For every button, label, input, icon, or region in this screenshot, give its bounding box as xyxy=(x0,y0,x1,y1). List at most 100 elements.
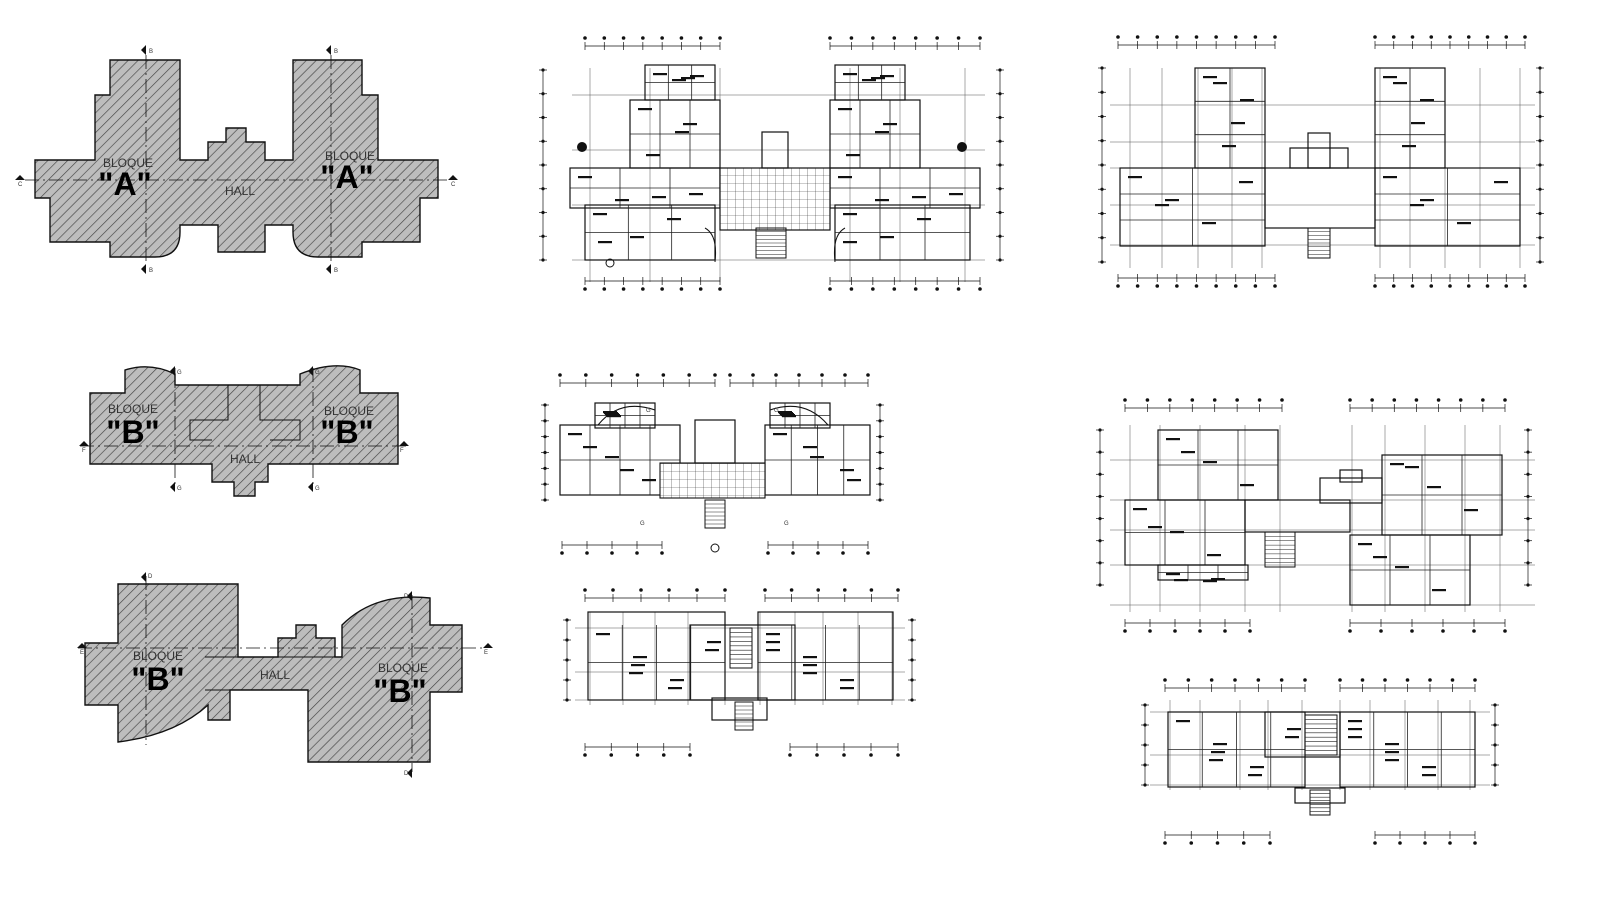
room-tag xyxy=(843,213,857,216)
room-tag xyxy=(707,641,721,644)
grid-bubble xyxy=(1215,841,1220,845)
partition-walls xyxy=(1120,168,1265,246)
grid-bubble xyxy=(565,658,569,662)
room-tag xyxy=(1432,589,1446,592)
grid-bubble xyxy=(998,187,1002,191)
grid-bubble xyxy=(1450,678,1455,682)
hall-floor-tiles xyxy=(659,462,766,499)
grid-bubble xyxy=(791,551,795,555)
grid-bubble xyxy=(1373,841,1377,845)
grid-bubble xyxy=(1538,260,1542,264)
room-tag xyxy=(683,123,697,126)
grid-bubble xyxy=(910,638,914,642)
grid-bubble xyxy=(1485,35,1490,39)
grid-bubble xyxy=(1173,629,1177,633)
grid-bubble xyxy=(1493,783,1497,787)
grid-bubble xyxy=(820,373,824,377)
grid-bubble xyxy=(543,419,547,423)
room-tag xyxy=(646,154,660,157)
grid-bubble xyxy=(1398,841,1402,845)
section-cut-label: F xyxy=(82,448,86,454)
grid-bubble xyxy=(602,287,607,291)
grid-bubble xyxy=(1214,35,1218,39)
grid-bubble xyxy=(1123,398,1127,402)
room-tag xyxy=(1422,766,1436,769)
mass-plan-block-b-lower: D D D E E BLOQUE "B" BLOQUE "B" HALL xyxy=(77,572,493,778)
grid-bubble xyxy=(841,551,845,555)
grid-bubble xyxy=(621,36,626,40)
grid-bubble xyxy=(1163,678,1167,682)
grid-bubble xyxy=(998,258,1002,262)
grid-bubble xyxy=(1214,284,1218,288)
block-letter: "A" xyxy=(98,166,151,202)
grid-bubble xyxy=(843,373,847,377)
grid-bubble xyxy=(1466,284,1471,288)
curved-wall xyxy=(597,405,829,426)
grid-bubble xyxy=(1526,583,1530,587)
grid-bubble xyxy=(910,618,914,622)
grid-bubble xyxy=(956,287,961,291)
room-tag xyxy=(1383,76,1397,79)
grid-bubble xyxy=(698,36,703,40)
room-tag xyxy=(1181,451,1195,454)
grid-bubble xyxy=(667,588,671,592)
room-tag xyxy=(1240,484,1254,487)
grid-bubble xyxy=(541,115,545,120)
room-tag xyxy=(1166,573,1180,576)
grid-bubble xyxy=(1473,678,1477,682)
grid-bubble xyxy=(1493,743,1497,747)
grid-bubble xyxy=(541,258,545,262)
grid-bubble xyxy=(639,588,643,592)
room-tag xyxy=(596,633,610,636)
grid-bubble xyxy=(1538,187,1542,191)
grid-bubble xyxy=(1503,398,1507,402)
grid-bubble xyxy=(1209,678,1214,682)
grid-bubble xyxy=(543,435,547,439)
grid-bubble xyxy=(1373,35,1377,39)
room-tag xyxy=(810,456,824,459)
wall-outline xyxy=(711,697,768,721)
room-tag xyxy=(629,672,643,675)
partition-walls xyxy=(1375,68,1445,168)
room-tag xyxy=(875,199,889,202)
partition-walls xyxy=(630,100,720,168)
partition-walls xyxy=(585,205,715,260)
grid-bubble xyxy=(869,588,874,592)
room-tag xyxy=(1202,222,1216,225)
grid-bubble xyxy=(1523,35,1527,39)
room-tag xyxy=(1133,508,1147,511)
room-tag xyxy=(1373,556,1387,559)
room-tag xyxy=(871,77,885,80)
grid-bubble xyxy=(878,466,882,470)
section-cut-label: G xyxy=(177,486,182,492)
grid-bubble xyxy=(1429,284,1434,288)
grid-bubble xyxy=(541,234,545,238)
grid-bubble xyxy=(1100,211,1104,216)
room-tag xyxy=(840,469,854,472)
grid-bubble xyxy=(978,36,982,40)
grid-bubble xyxy=(543,466,547,470)
room-tag xyxy=(1203,580,1217,583)
section-cut-label: G xyxy=(315,486,320,492)
partition-walls xyxy=(1340,712,1475,787)
grid-bubble xyxy=(998,139,1002,143)
grid-bubble xyxy=(584,373,588,377)
grid-bubble xyxy=(1100,187,1104,191)
grid-bubble xyxy=(1175,35,1179,39)
grid-bubble xyxy=(621,287,626,291)
section-cut-label: G xyxy=(315,370,320,376)
grid-bubble xyxy=(935,287,939,291)
room-tag xyxy=(1231,122,1245,125)
wall-outline xyxy=(1244,499,1351,533)
room-tag xyxy=(838,108,852,111)
section-cut-label: D xyxy=(404,594,409,600)
room-tag xyxy=(766,641,780,644)
block-label: BLOQUE xyxy=(103,156,153,170)
partition-walls xyxy=(570,168,720,208)
room-tag xyxy=(1385,751,1399,754)
room-tag xyxy=(681,77,695,80)
stair-treads xyxy=(1310,793,1330,812)
grid-bubble xyxy=(1526,561,1530,565)
grid-bubble xyxy=(1338,678,1342,682)
